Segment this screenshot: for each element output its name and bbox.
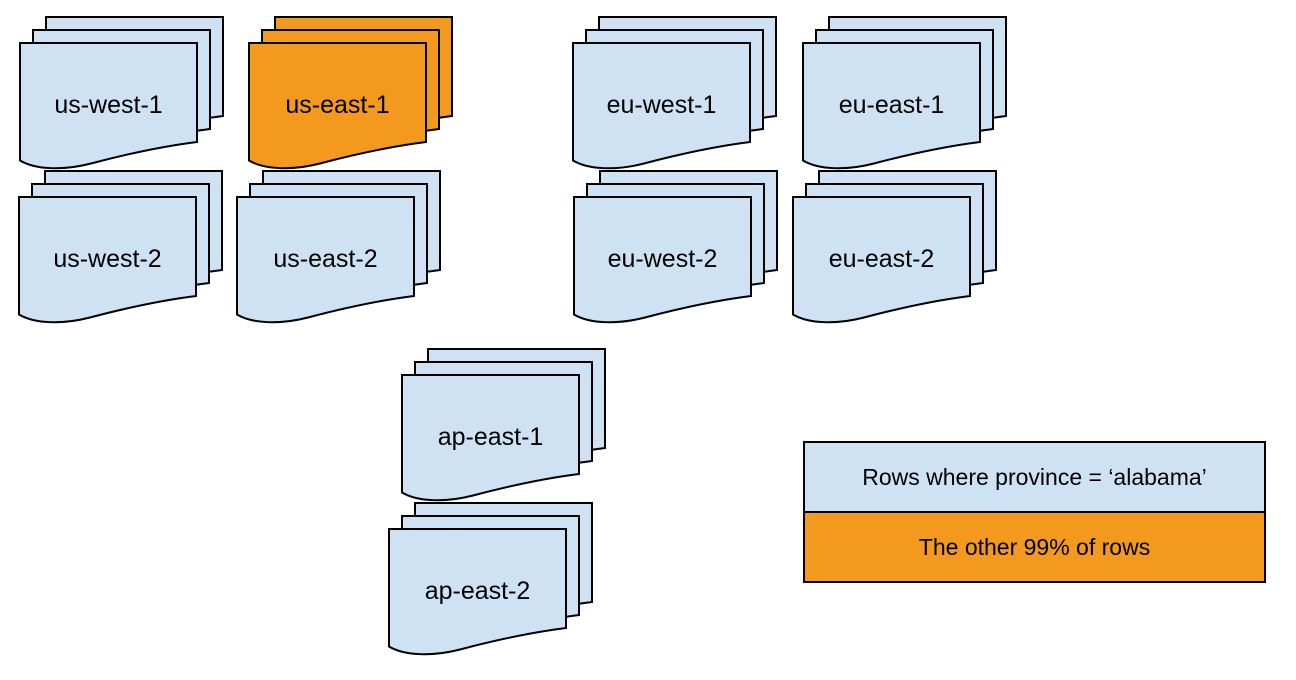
doc-stack-us-east-1: us-east-1 (248, 16, 454, 173)
doc-stack-us-west-2: us-west-2 (18, 170, 224, 327)
stack-label: us-east-1 (285, 91, 389, 119)
doc-stack-eu-west-2: eu-west-2 (573, 170, 779, 327)
doc-stack-ap-east-2: ap-east-2 (388, 502, 594, 659)
doc-stack-eu-east-1: eu-east-1 (802, 16, 1008, 173)
doc-stack-eu-west-1: eu-west-1 (572, 16, 778, 173)
stack-label: eu-east-2 (829, 245, 935, 273)
stack-label: eu-west-2 (608, 245, 718, 273)
document-shape (792, 196, 971, 324)
document-shape (573, 196, 752, 324)
document-shape (18, 196, 197, 324)
document-shape (388, 528, 567, 656)
document-shape (248, 42, 427, 170)
stack-label: us-west-2 (53, 245, 161, 273)
stack-label: us-west-1 (54, 91, 162, 119)
legend-label-alabama: Rows where province = ‘alabama’ (862, 463, 1207, 490)
doc-stack-ap-east-1: ap-east-1 (401, 348, 607, 505)
legend: Rows where province = ‘alabama’ The othe… (803, 441, 1266, 583)
legend-label-other-rows: The other 99% of rows (918, 533, 1151, 560)
document-shape (802, 42, 981, 170)
document-shape (19, 42, 198, 170)
document-shape (236, 196, 415, 324)
doc-stack-eu-east-2: eu-east-2 (792, 170, 998, 327)
document-shape (572, 42, 751, 170)
stack-label: eu-west-1 (607, 91, 717, 119)
document-shape (401, 374, 580, 502)
legend-row-alabama: Rows where province = ‘alabama’ (805, 443, 1264, 511)
doc-stack-us-east-2: us-east-2 (236, 170, 442, 327)
stack-label: ap-east-1 (438, 423, 544, 451)
legend-row-other-rows: The other 99% of rows (805, 511, 1264, 581)
doc-stack-us-west-1: us-west-1 (19, 16, 225, 173)
stack-label: us-east-2 (273, 245, 377, 273)
stack-label: ap-east-2 (425, 577, 531, 605)
stack-label: eu-east-1 (839, 91, 945, 119)
